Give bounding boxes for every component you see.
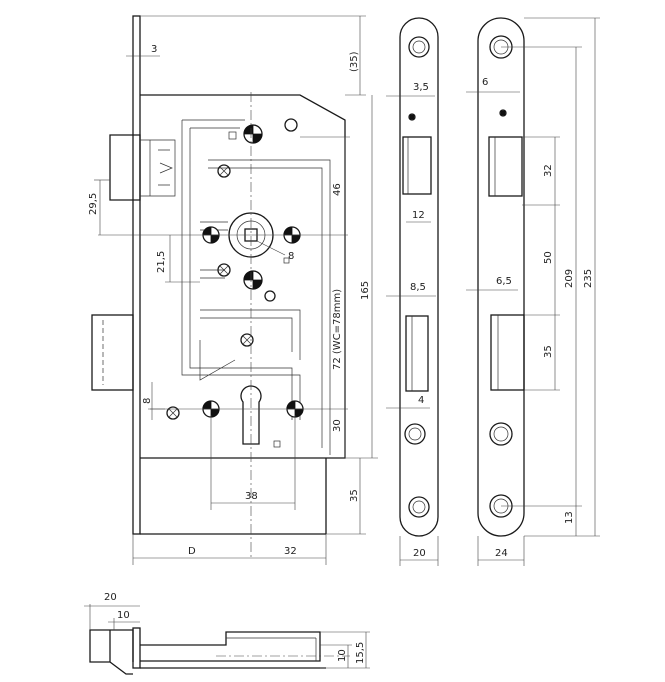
dim-bottom-15-5: 15,5 — [355, 642, 366, 664]
lock-body-view: 8 — [91, 15, 348, 560]
dim-main-165: 165 — [360, 281, 371, 300]
face-plate-20-outline — [399, 17, 439, 537]
dim-main-29-5: 29,5 — [88, 193, 99, 215]
dim-bottom-10: 10 — [117, 610, 130, 621]
plate20-top-hole — [408, 36, 430, 58]
dim-plate24-6: 6 — [482, 77, 488, 88]
screw-cross-1 — [217, 164, 231, 178]
screw-cross-2 — [217, 263, 231, 277]
plate20-bolt-opening — [405, 315, 429, 392]
inner-mechanism-channel — [181, 119, 331, 455]
face-plate-24-view: 6 32 50 6,5 35 209 235 13 24 — [466, 17, 600, 566]
face-plate-24-outline — [477, 17, 525, 537]
small-square-top — [228, 131, 237, 140]
lock-section-view: 20 10 10 15,5 — [84, 592, 370, 675]
dim-main-30: 30 — [332, 419, 343, 432]
plate20-upper-screw — [408, 113, 416, 121]
dim-main-35-bottom: 35 — [349, 489, 360, 502]
face-plate-strip — [132, 15, 141, 535]
section-bolt — [89, 629, 134, 675]
plate24-upper-screw — [499, 109, 507, 117]
mounting-hole-top — [243, 124, 263, 144]
lock-body-dimensions: 3 (35) 29,5 46 21,5 165 72 (WC=78mm) 8 3… — [88, 15, 378, 565]
small-square-spindle — [283, 257, 290, 264]
section-case — [140, 631, 321, 662]
plate20-bottom-hole — [408, 496, 430, 518]
plate20-latch-opening — [402, 136, 432, 195]
plate24-bolt-opening — [490, 314, 525, 391]
dim-main-8-left: 8 — [142, 398, 153, 404]
plate24-latch-opening — [488, 136, 523, 197]
spindle-8-leader — [256, 240, 286, 256]
small-hole-top-right — [284, 118, 298, 132]
dim-plate24-6-5: 6,5 — [496, 276, 512, 287]
dim-bottom-10-vertical: 10 — [337, 649, 348, 662]
mounting-hole-middle — [243, 270, 263, 290]
plate24-lower-hole — [489, 422, 513, 446]
dead-bolt — [91, 314, 134, 391]
small-hole-right-middle — [264, 290, 276, 302]
dim-plate20-8-5: 8,5 — [410, 282, 426, 293]
dim-main-3: 3 — [151, 44, 157, 55]
dim-plate20-4: 4 — [418, 395, 424, 406]
screw-cross-4 — [166, 406, 180, 420]
dim-main-38: 38 — [245, 491, 258, 502]
dim-spindle-square: 8 — [288, 251, 294, 262]
dim-plate20-3-5: 3,5 — [413, 82, 429, 93]
dim-plate24-209: 209 — [564, 269, 575, 288]
dim-plate24-235: 235 — [583, 269, 594, 288]
dim-main-35-paren: (35) — [349, 51, 360, 72]
dim-plate24-width: 24 — [495, 548, 508, 559]
dim-main-46: 46 — [332, 183, 343, 196]
dim-plate20-12: 12 — [412, 210, 425, 221]
dim-bottom-20: 20 — [104, 592, 117, 603]
dim-plate24-35: 35 — [543, 345, 554, 358]
dim-plate20-width: 20 — [413, 548, 426, 559]
dim-plate24-50: 50 — [543, 251, 554, 264]
face-plate-20-view: 3,5 12 8,5 4 20 — [386, 17, 439, 566]
latch-bolt-bevel — [140, 139, 176, 197]
screw-cross-3 — [240, 333, 254, 347]
plate20-lower-hole — [404, 423, 426, 445]
dim-main-72-wc: 72 (WC=78mm) — [332, 289, 343, 370]
latch-bolt — [109, 134, 141, 201]
cylinder-cutout — [240, 385, 262, 445]
dim-main-D: D — [188, 546, 196, 557]
small-square-bottom — [273, 440, 281, 448]
dim-main-21-5: 21,5 — [156, 251, 167, 273]
dim-main-32-bottom: 32 — [284, 546, 297, 557]
lock-case-outline — [140, 94, 346, 459]
dim-plate24-32: 32 — [543, 164, 554, 177]
section-face-plate — [132, 627, 141, 669]
dim-plate24-13: 13 — [564, 511, 575, 524]
